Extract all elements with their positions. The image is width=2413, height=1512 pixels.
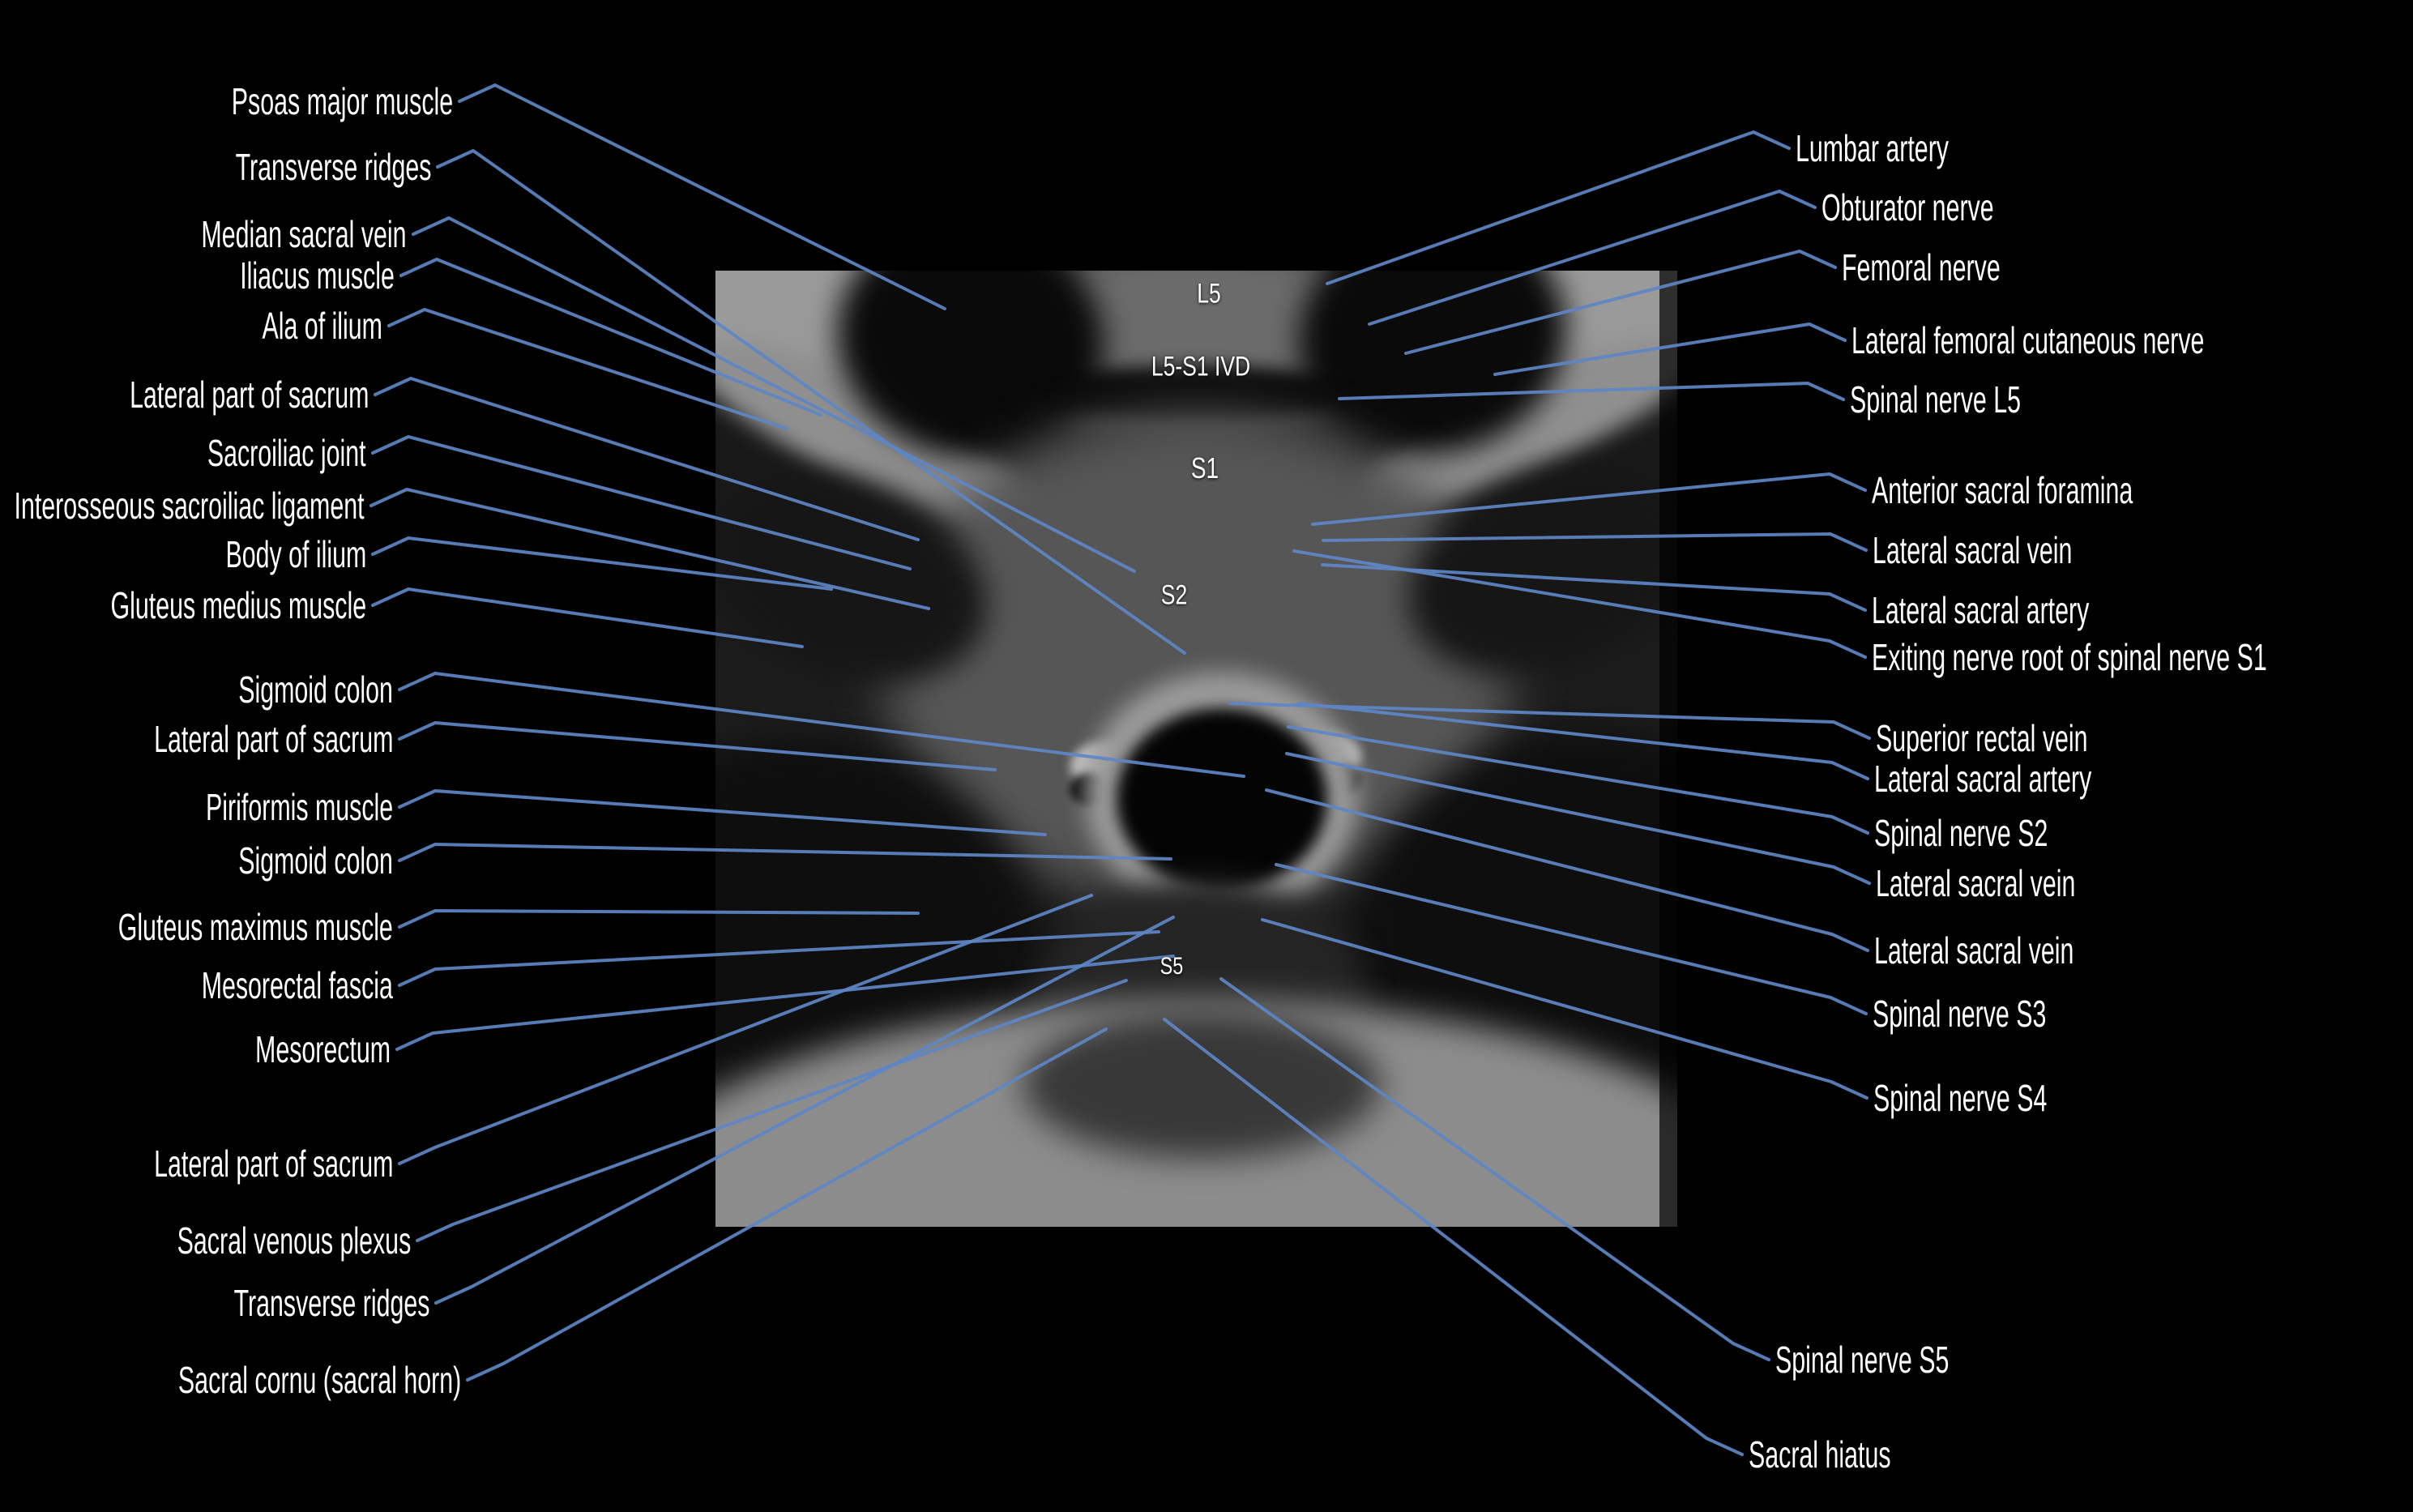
anatomy-label: Lateral sacral artery [1872, 589, 2090, 631]
mri-inline-label: S5 [1160, 953, 1184, 980]
anatomy-label: Lateral part of sacrum [129, 374, 369, 416]
anatomy-label: Psoas major muscle [231, 80, 453, 122]
anatomy-label: Exiting nerve root of spinal nerve S1 [1872, 636, 2267, 678]
mri-region-fat-dip [1023, 1012, 1380, 1158]
anatomy-label: Spinal nerve S3 [1873, 993, 2047, 1035]
anatomy-label: Obturator nerve [1821, 186, 1994, 229]
leader-line [1326, 130, 1791, 285]
anatomy-label: Lateral sacral vein [1873, 529, 2073, 571]
anatomy-label: Sigmoid colon [238, 668, 393, 711]
anatomy-label: Femoral nerve [1842, 246, 2001, 288]
anatomy-label: Lateral part of sacrum [153, 718, 393, 760]
anatomy-label: Iliacus muscle [240, 254, 395, 297]
anatomy-label: Sacral venous plexus [177, 1219, 411, 1262]
anatomy-label: Gluteus maximus muscle [117, 906, 393, 948]
anatomy-label: Lateral part of sacrum [153, 1143, 393, 1185]
anatomy-label: Mesorectum [254, 1028, 391, 1070]
mri-inline-label: L5 [1197, 278, 1221, 310]
anatomy-label: Median sacral vein [201, 213, 407, 255]
anatomy-label: Lateral sacral vein [1874, 929, 2074, 972]
anatomy-label: Mesorectal fascia [201, 964, 393, 1006]
anatomy-label: Spinal nerve S4 [1873, 1077, 2048, 1119]
anatomy-label: Superior rectal vein [1876, 717, 2088, 759]
anatomy-label: Lateral sacral artery [1874, 758, 2092, 800]
anatomy-label: Gluteus medius muscle [110, 584, 366, 626]
mri-inline-label: L5-S1 IVD [1151, 351, 1251, 382]
anatomy-label: Body of ilium [225, 533, 366, 575]
anatomy-label: Sacral cornu (sacral horn) [177, 1359, 461, 1401]
anatomy-label: Piriformis muscle [205, 786, 393, 828]
anatomy-label: Transverse ridges [235, 146, 431, 188]
mri-inline-label: S2 [1160, 579, 1188, 611]
anatomy-label: Transverse ridges [233, 1282, 429, 1324]
anatomy-label: Sacroiliac joint [207, 432, 366, 474]
anatomy-label: Anterior sacral foramina [1872, 469, 2133, 511]
anatomy-label: Spinal nerve S5 [1775, 1339, 1950, 1381]
anatomy-label: Lumbar artery [1796, 127, 1949, 169]
anatomy-label: Sigmoid colon [238, 839, 393, 882]
mri-region-right-edge-strip [1659, 271, 1677, 1227]
anatomy-label: Sacral hiatus [1749, 1433, 1891, 1476]
anatomy-label: Spinal nerve S2 [1874, 812, 2048, 854]
anatomy-label: Ala of ilium [262, 305, 382, 347]
anatomy-label: Lateral femoral cutaneous nerve [1851, 319, 2205, 361]
mri-inline-label: S1 [1190, 451, 1219, 485]
mri-region-sigmoid-colon [1117, 708, 1327, 891]
anatomy-label: Interosseous sacroiliac ligament [14, 485, 365, 527]
anatomy-label: Lateral sacral vein [1876, 862, 2076, 904]
anatomy-label: Spinal nerve L5 [1850, 378, 2021, 421]
mri-image [715, 271, 1677, 1227]
